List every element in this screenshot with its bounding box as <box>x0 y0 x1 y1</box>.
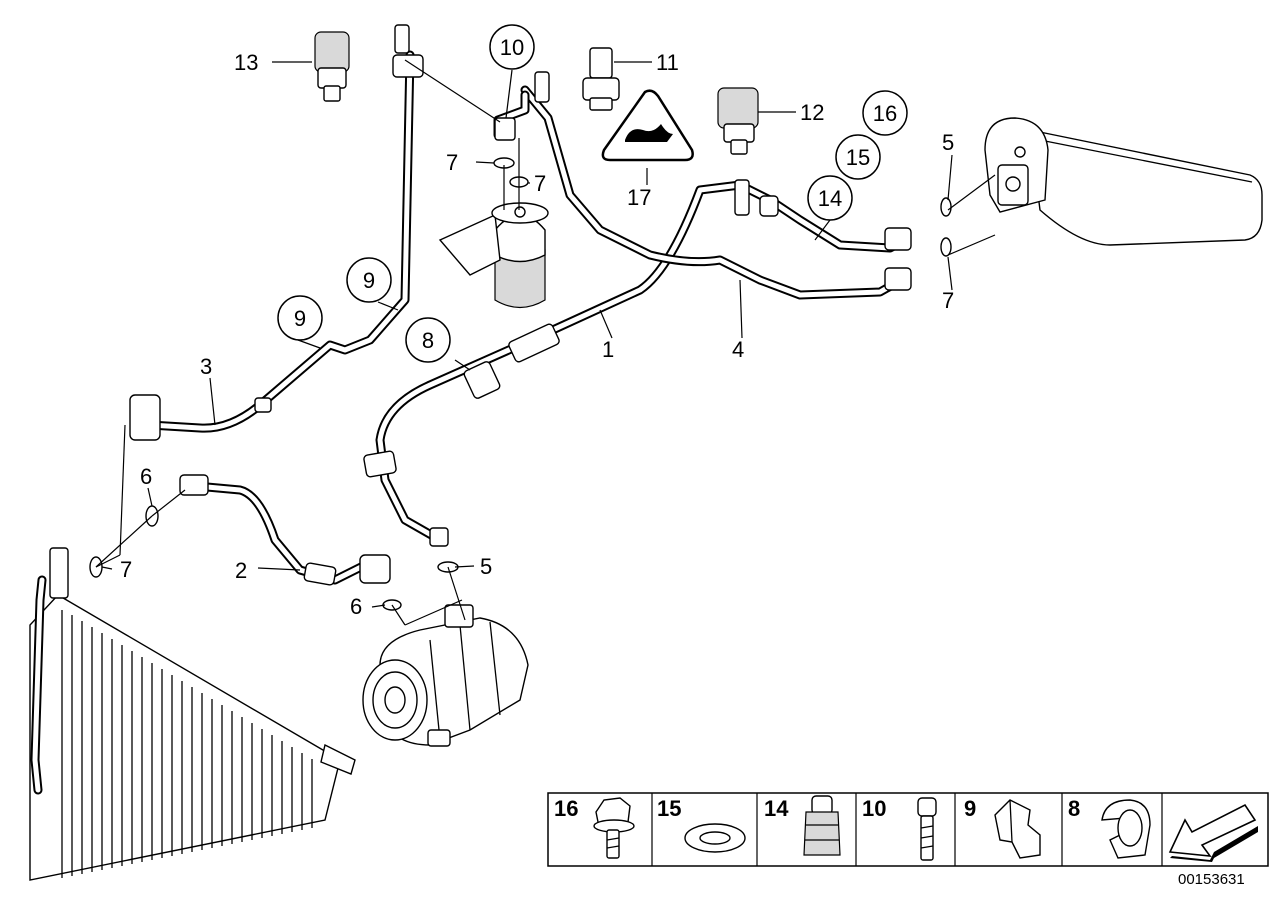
callout-7-condenser: 7 <box>120 557 132 582</box>
callout-13: 13 <box>234 50 258 75</box>
callout-17: 17 <box>627 185 651 210</box>
evaporator <box>984 117 1263 246</box>
callout-4: 4 <box>732 337 744 362</box>
legend-cell-9: 9 <box>964 796 1041 859</box>
leader-lines <box>101 61 953 608</box>
callout-12: 12 <box>800 100 824 125</box>
legend-cell-arrow <box>1168 803 1258 862</box>
circled-callouts: 8 9 9 10 14 15 16 <box>277 24 908 363</box>
bracket-clamp-icon <box>1101 799 1151 859</box>
circled-callout-9-right: 9 <box>346 257 392 303</box>
circled-callout-9-left: 9 <box>277 295 323 341</box>
pipe-3 <box>129 24 424 441</box>
callout-5-evaporator: 5 <box>942 130 954 155</box>
callout-11: 11 <box>656 50 679 75</box>
svg-text:16: 16 <box>554 796 578 821</box>
legend-cell-16: 16 <box>554 796 635 859</box>
receiver-drier <box>438 202 549 309</box>
svg-text:9: 9 <box>294 306 306 331</box>
svg-text:10: 10 <box>862 796 886 821</box>
sensor-12 <box>717 87 759 155</box>
callout-5-compressor: 5 <box>480 554 492 579</box>
legend-cell-10: 10 <box>862 796 937 861</box>
svg-text:14: 14 <box>764 796 789 821</box>
svg-text:10: 10 <box>500 35 524 60</box>
svg-text:8: 8 <box>422 328 434 353</box>
pipe-2 <box>179 474 391 586</box>
sensor-11 <box>582 47 620 111</box>
circled-callout-10: 10 <box>489 24 535 70</box>
callout-7-drier-lower: 7 <box>534 171 546 196</box>
pipe-4 <box>520 71 912 300</box>
callout-1: 1 <box>602 337 614 362</box>
assembly-lines <box>95 59 996 626</box>
condenser <box>29 547 356 881</box>
svg-text:9: 9 <box>964 796 976 821</box>
callout-6-compressor: 6 <box>350 594 362 619</box>
legend-cell-15: 15 <box>657 796 746 853</box>
compressor <box>362 604 529 747</box>
arrow-icon <box>1168 803 1258 862</box>
pipe-14 <box>734 179 912 253</box>
svg-text:16: 16 <box>873 101 897 126</box>
callout-2: 2 <box>235 558 247 583</box>
catalog-number: 00153631 <box>1178 871 1245 888</box>
svg-text:15: 15 <box>657 796 681 821</box>
sensor-13 <box>314 31 350 102</box>
warning-triangle-17 <box>601 89 694 162</box>
callout-labels: 1 2 3 4 5 5 6 6 7 7 7 7 11 12 13 17 <box>120 50 954 619</box>
circled-callout-15: 15 <box>835 134 881 180</box>
valve-cap-icon <box>803 795 841 856</box>
parts-legend: 16 15 14 10 <box>547 792 1269 867</box>
circled-callout-16: 16 <box>862 90 908 136</box>
svg-text:14: 14 <box>818 186 842 211</box>
callout-6-condenser: 6 <box>140 464 152 489</box>
legend-cell-14: 14 <box>764 795 841 856</box>
clip-icon <box>994 799 1041 859</box>
washer-icon <box>684 823 746 853</box>
callout-7-evaporator: 7 <box>942 288 954 313</box>
svg-text:9: 9 <box>363 268 375 293</box>
callout-3: 3 <box>200 354 212 379</box>
svg-text:15: 15 <box>846 145 870 170</box>
circled-callout-8: 8 <box>405 317 451 363</box>
pipe-1 <box>363 180 775 547</box>
callout-7-drier-upper: 7 <box>446 150 458 175</box>
svg-text:8: 8 <box>1068 796 1080 821</box>
legend-cell-8: 8 <box>1068 796 1151 859</box>
circled-callout-14: 14 <box>807 175 853 221</box>
flange-bolt-icon <box>593 797 635 859</box>
condenser-fins <box>61 610 313 878</box>
screw-icon <box>917 797 937 861</box>
